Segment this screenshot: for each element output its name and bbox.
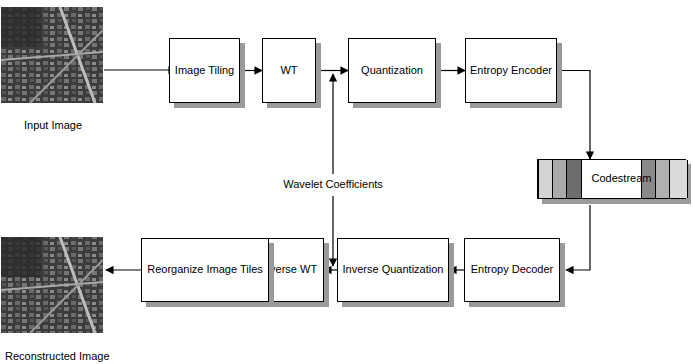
flow-arrow bbox=[324, 269, 337, 270]
image-caption: Reconstructed Image bbox=[3, 350, 112, 362]
codestream-bar: Codestream bbox=[537, 159, 686, 199]
process-box: Entropy Encoder bbox=[465, 38, 557, 103]
flow-arrow bbox=[436, 70, 465, 71]
box-label: Codestream bbox=[589, 172, 655, 186]
annotation-label: Wavelet Coefficients bbox=[281, 178, 385, 190]
aerial-image bbox=[1, 237, 103, 333]
box-label: Reorganize Image Tiles bbox=[144, 263, 266, 277]
codestream-segment bbox=[669, 160, 688, 198]
box-label: Inverse Quantization bbox=[340, 263, 447, 277]
process-box: WT bbox=[262, 38, 316, 103]
process-box: Quantization bbox=[348, 38, 436, 103]
box-label: Entropy Decoder bbox=[468, 263, 557, 277]
pointer-arrow bbox=[332, 74, 333, 174]
aerial-image bbox=[1, 7, 103, 103]
flow-arrow bbox=[557, 71, 590, 160]
process-box: Inverse Quantization bbox=[337, 238, 449, 302]
flow-arrow bbox=[240, 70, 262, 71]
flow-arrow bbox=[566, 205, 590, 270]
process-box: Reorganize Image Tiles bbox=[141, 238, 269, 302]
codestream-segment bbox=[566, 160, 582, 198]
image-caption: Input Image bbox=[22, 119, 84, 131]
process-box: Entropy Decoder bbox=[464, 238, 560, 302]
box-label: Image Tiling bbox=[172, 64, 237, 78]
box-label: Entropy Encoder bbox=[467, 64, 555, 78]
flow-arrow bbox=[449, 269, 464, 270]
process-box: Image Tiling bbox=[169, 38, 240, 103]
flow-arrow bbox=[316, 70, 348, 71]
box-label: Quantization bbox=[358, 64, 426, 78]
pointer-arrow bbox=[332, 196, 333, 266]
input-arrow bbox=[104, 69, 176, 70]
box-label: WT bbox=[277, 64, 300, 78]
